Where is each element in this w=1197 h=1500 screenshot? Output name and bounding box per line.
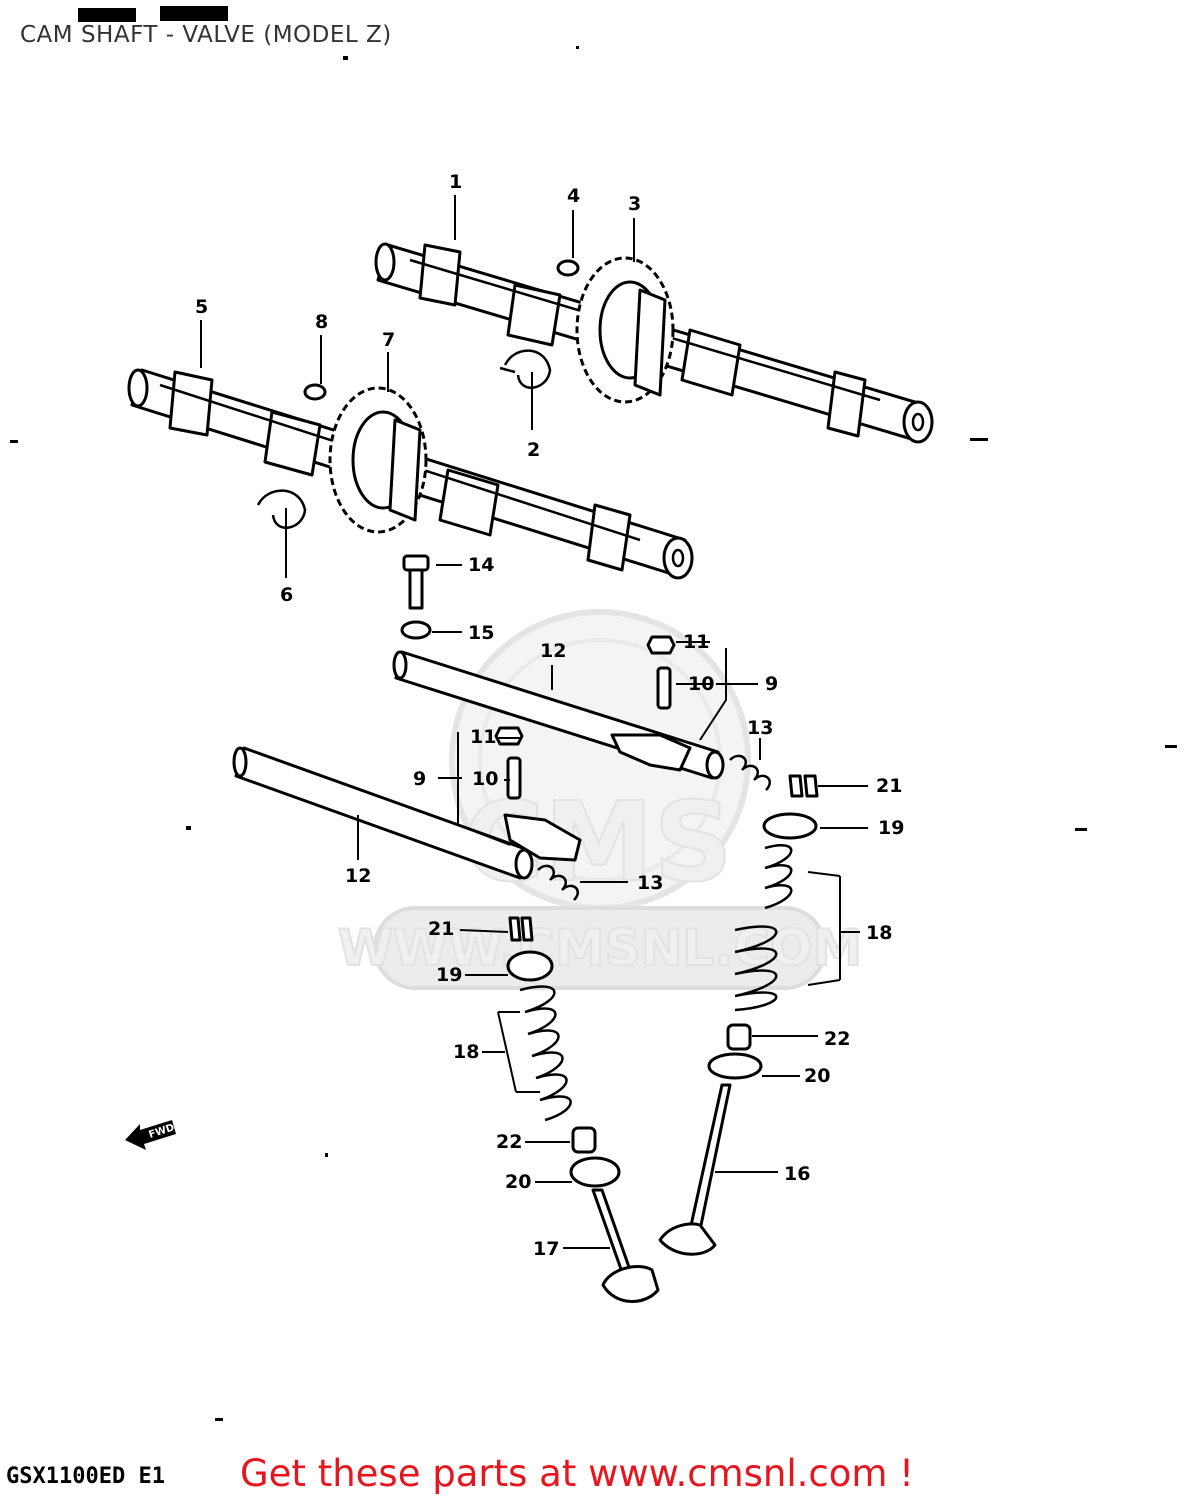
washer-part-15[interactable] [400,620,432,640]
callout-6: 6 [280,584,293,606]
valve-springs-part-18-left[interactable] [519,985,572,1122]
callout-4: 4 [567,185,580,207]
callout-22-right: 22 [824,1028,850,1050]
promo-link[interactable]: Get these parts at www.cmsnl.com ! [240,1452,915,1495]
callout-labels: 1 2 3 4 5 6 7 8 14 15 11 10 9 12 13 21 1… [195,171,904,1260]
spring-seat-part-20-left[interactable] [569,1156,621,1188]
callout-18-right: 18 [866,922,892,944]
callout-12-upper: 12 [540,640,566,662]
spring-retainer-part-19-left[interactable] [506,950,554,982]
model-code: GSX1100ED E1 [6,1464,165,1489]
callout-20-left: 20 [505,1171,531,1193]
valve-springs-part-18-right[interactable] [734,844,793,1012]
rocker-shaft-lower[interactable] [232,746,534,880]
callout-11-lower: 11 [470,726,496,748]
watermark-url: WWW.CMSNL.COM [338,919,863,977]
callout-12-lower: 12 [345,865,371,887]
spring-seat-part-20-right[interactable] [707,1052,763,1080]
intake-valve-part-17[interactable] [591,1188,660,1303]
valve-cotter-part-21-right[interactable] [788,774,819,798]
callout-14: 14 [468,554,494,576]
callout-18-left: 18 [453,1041,479,1063]
page-title: CAM SHAFT - VALVE (MODEL Z) [20,22,392,48]
fwd-arrow-icon: FWD [125,1120,176,1150]
callout-10-lower: 10 [472,768,498,790]
oil-seal-part-22-right[interactable] [726,1023,752,1051]
callout-5: 5 [195,296,208,318]
callout-9-lower: 9 [413,768,426,790]
scan-artifacts [10,6,1177,1421]
leader-lines [200,195,868,1249]
watermark: CMS WWW.CMSNL.COM [337,609,863,990]
callout-9-upper: 9 [765,673,778,695]
rocker-arm-lower[interactable] [503,813,582,862]
callout-16: 16 [784,1163,810,1185]
callout-7: 7 [382,329,395,351]
callout-2: 2 [527,439,540,461]
spring-retainer-part-19-right[interactable] [762,812,818,840]
clamp-part-2[interactable] [499,349,552,389]
spring-part-13-upper[interactable] [729,754,771,791]
callout-21-right: 21 [876,775,902,797]
callout-19-right: 19 [878,817,904,839]
clamp-part-6[interactable] [256,489,307,529]
cam-sprocket-upper[interactable] [575,256,675,404]
spring-part-13-lower[interactable] [537,864,579,901]
bolt-part-8[interactable] [303,383,327,401]
callout-13-upper: 13 [747,717,773,739]
callout-22-left: 22 [496,1131,522,1153]
adjuster-screw-part-10-lower[interactable] [506,756,522,800]
valve-cotter-part-21-left[interactable] [508,916,534,942]
bolt-part-4[interactable] [556,259,580,277]
oil-seal-part-22-left[interactable] [571,1126,597,1154]
callout-20-right: 20 [804,1065,830,1087]
rocker-arm-upper[interactable] [610,733,692,772]
cam-sprocket-lower[interactable] [328,386,428,534]
nut-part-11-lower[interactable] [494,726,524,746]
callout-15: 15 [468,622,494,644]
nut-part-11-upper[interactable] [646,635,676,655]
callout-17: 17 [533,1238,559,1260]
exhaust-valve-part-16[interactable] [658,1083,732,1256]
callout-19-left: 19 [436,964,462,986]
callout-8: 8 [315,311,328,333]
callout-11-upper: 11 [683,631,709,653]
callout-1: 1 [449,171,462,193]
callout-10-upper: 10 [688,673,714,695]
bolt-part-14[interactable] [402,554,430,610]
callout-21-left: 21 [428,918,454,940]
callout-3: 3 [628,193,641,215]
callout-13-lower: 13 [637,872,663,894]
adjuster-screw-part-10-upper[interactable] [656,666,672,710]
